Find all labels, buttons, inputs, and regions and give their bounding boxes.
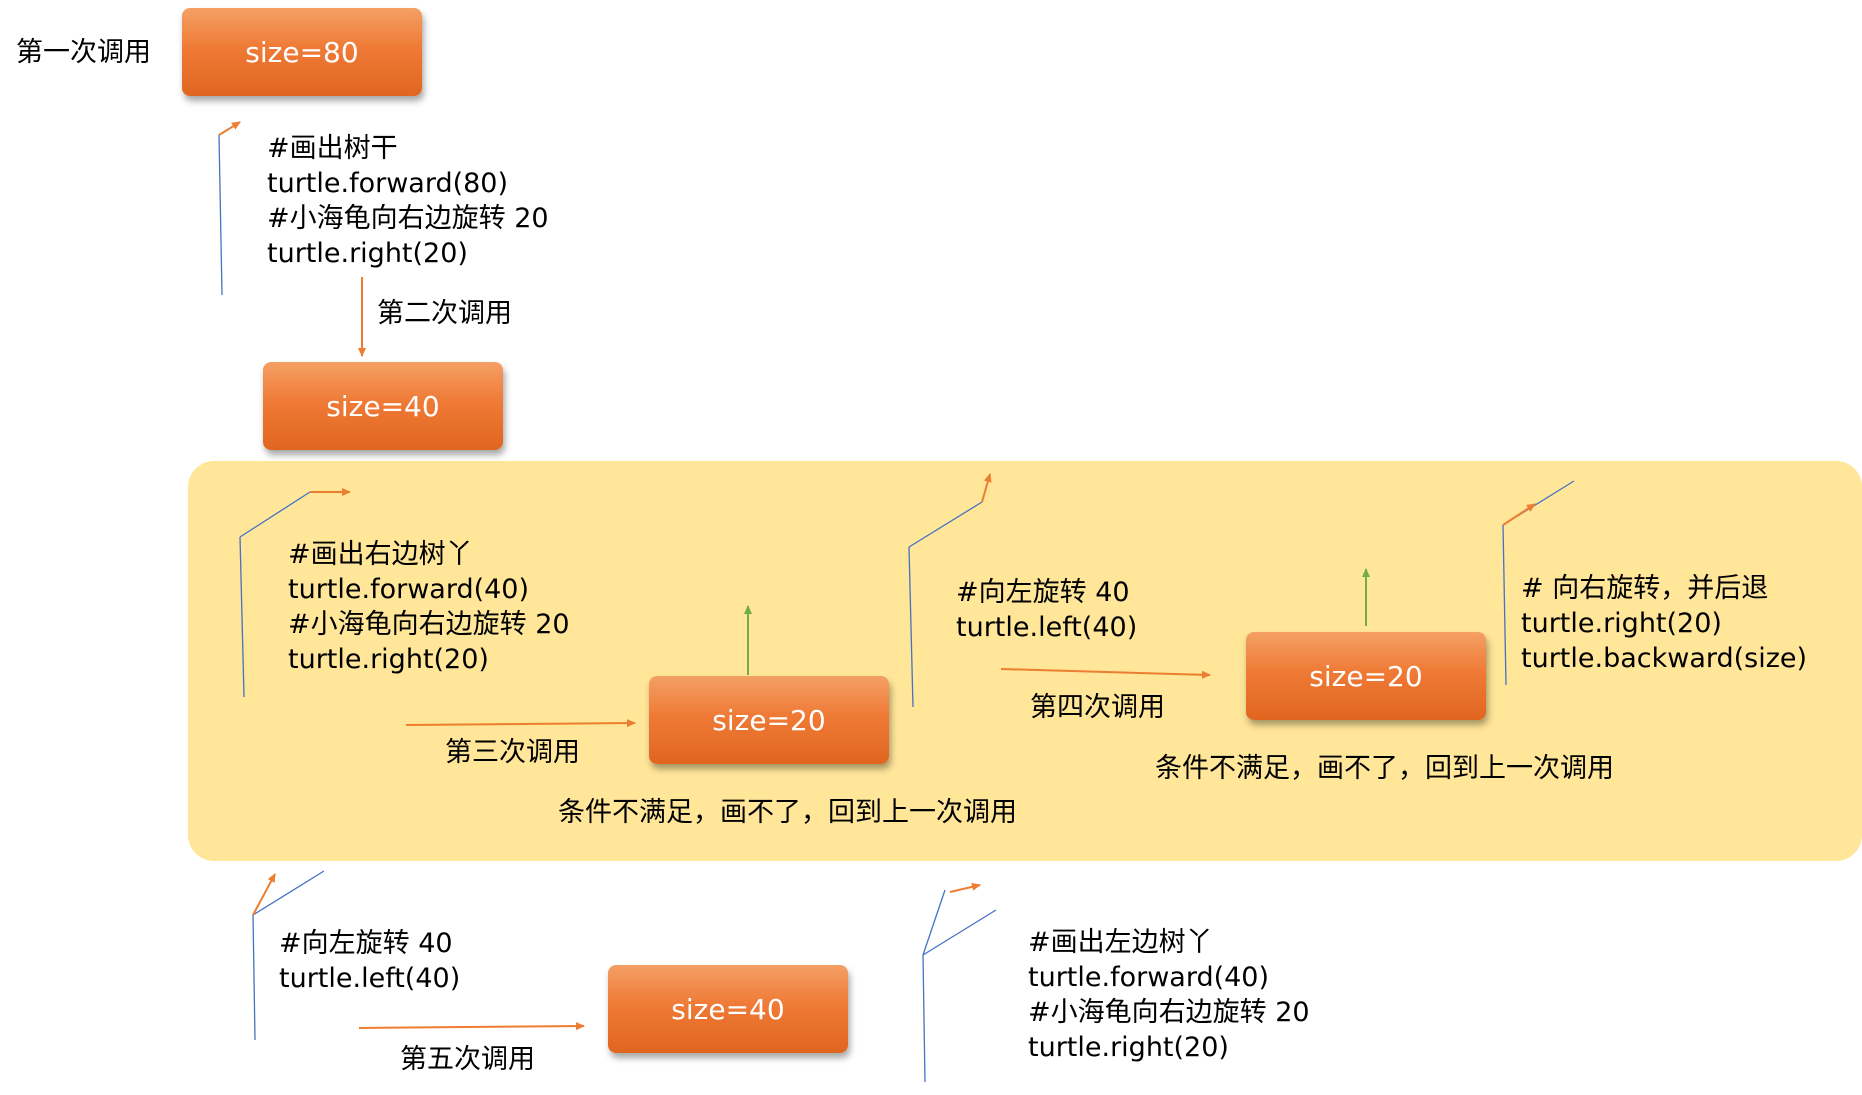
- code-line: turtle.right(20): [1521, 608, 1722, 639]
- code-line: turtle.forward(40): [288, 574, 530, 605]
- turtle-path-trunk: [218, 121, 241, 296]
- code-trunk: #画出树干 turtle.forward(80) #小海龟向右边旋转 20 tu…: [267, 131, 549, 271]
- code-line: #画出树干: [267, 133, 398, 164]
- code-turn-left-mid: #向左旋转 40 turtle.left(40): [956, 575, 1137, 645]
- box-size-20-right: size=20: [1246, 632, 1486, 720]
- code-line: #画出左边树丫: [1028, 927, 1213, 958]
- code-line: turtle.forward(80): [267, 168, 509, 199]
- code-line: turtle.left(40): [956, 612, 1138, 643]
- code-line: turtle.right(20): [267, 238, 468, 269]
- arrow-fifth-call: [358, 1022, 585, 1031]
- code-turn-right-back: # 向右旋转，并后退 turtle.right(20) turtle.backw…: [1521, 571, 1807, 676]
- recursion-panel: [188, 461, 1862, 861]
- box-size-20-left: size=20: [649, 676, 889, 764]
- code-line: #小海龟向右边旋转 20: [267, 203, 549, 234]
- code-turn-left-bottom: #向左旋转 40 turtle.left(40): [279, 926, 460, 996]
- code-line: turtle.backward(size): [1521, 643, 1808, 674]
- code-line: #小海龟向右边旋转 20: [1028, 997, 1310, 1028]
- code-line: turtle.forward(40): [1028, 962, 1270, 993]
- code-line: turtle.right(20): [1028, 1032, 1229, 1063]
- label-fourth-call: 第四次调用: [1030, 692, 1165, 723]
- code-line: # 向右旋转，并后退: [1521, 573, 1769, 604]
- code-line: turtle.left(40): [279, 963, 461, 994]
- code-line: #向左旋转 40: [956, 577, 1130, 608]
- code-line: #画出右边树丫: [288, 539, 473, 570]
- label-second-call: 第二次调用: [377, 298, 512, 329]
- code-line: #向左旋转 40: [279, 928, 453, 959]
- note-condition-right: 条件不满足，画不了，回到上一次调用: [1155, 753, 1614, 784]
- turtle-path-left-branch: [922, 882, 997, 1083]
- code-line: turtle.right(20): [288, 644, 489, 675]
- label-third-call: 第三次调用: [445, 737, 580, 768]
- note-condition-left: 条件不满足，画不了，回到上一次调用: [558, 797, 1017, 828]
- label-first-call: 第一次调用: [16, 37, 151, 68]
- box-size-40-top: size=40: [263, 362, 503, 450]
- box-size-80: size=80: [182, 8, 422, 96]
- code-line: #小海龟向右边旋转 20: [288, 609, 570, 640]
- code-left-branch: #画出左边树丫 turtle.forward(40) #小海龟向右边旋转 20 …: [1028, 925, 1310, 1065]
- box-size-40-bottom: size=40: [608, 965, 848, 1053]
- label-fifth-call: 第五次调用: [400, 1044, 535, 1075]
- code-right-branch: #画出右边树丫 turtle.forward(40) #小海龟向右边旋转 20 …: [288, 537, 570, 677]
